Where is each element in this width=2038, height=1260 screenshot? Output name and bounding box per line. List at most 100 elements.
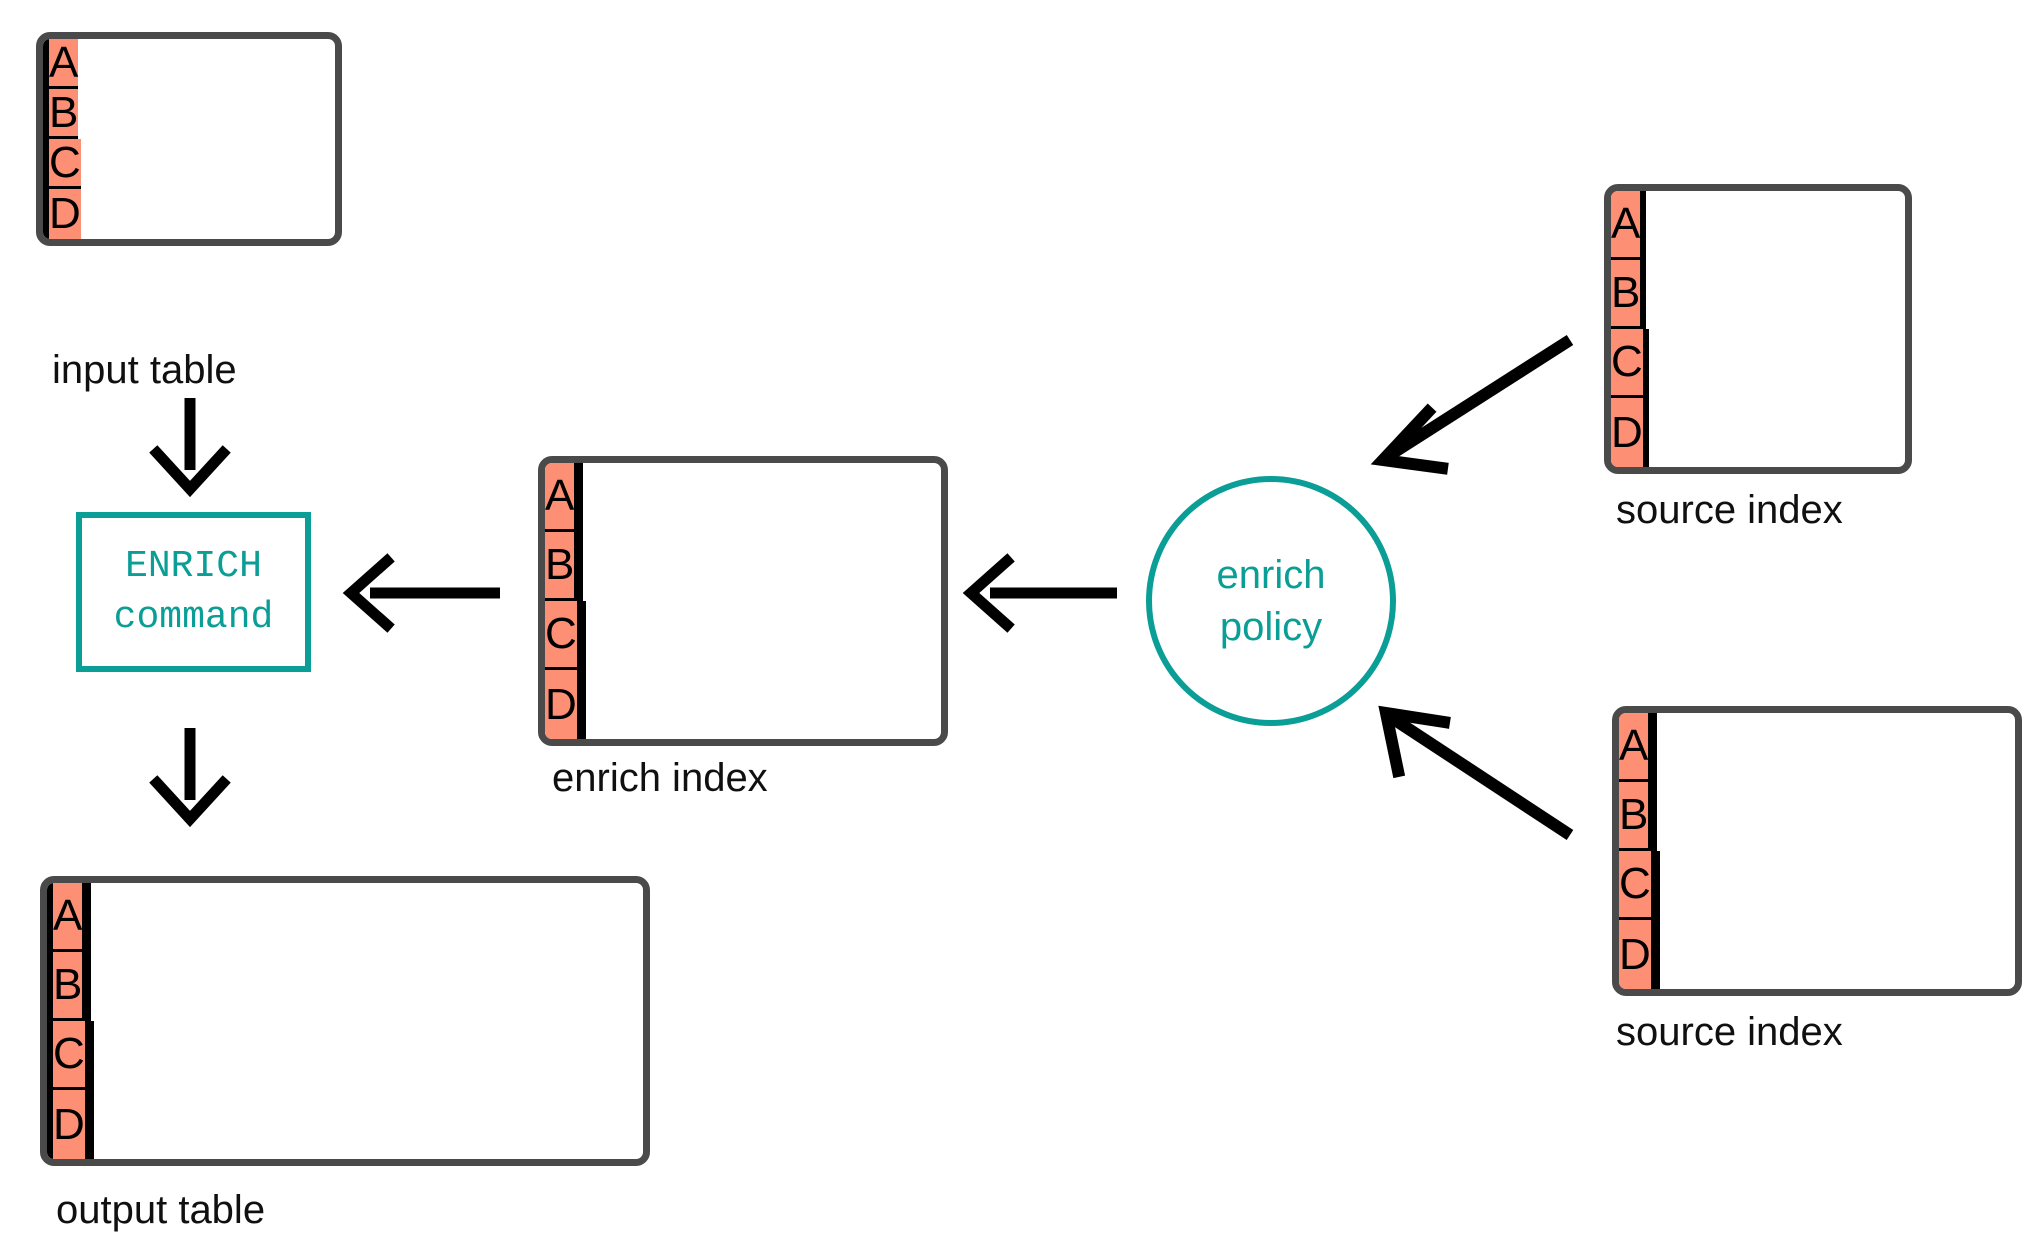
table-cell [85,883,89,952]
table-cell [50,883,53,952]
table-row: D [1611,398,1905,467]
table-cell [47,1090,50,1159]
table-cell [50,1090,53,1159]
table-cell [580,463,584,532]
table-cell: A [53,883,86,952]
table-cell [1651,782,1655,851]
table-cell: D [545,670,580,739]
arrow-policy-to-enrich-index [962,553,1117,633]
table-cell: A [49,39,79,89]
table-cell [46,89,49,139]
source-index-top-caption: source index [1616,488,1843,532]
table-cell [582,670,586,739]
table-cell [90,1021,94,1090]
table-cell [1645,329,1649,398]
table-cell [1651,713,1655,782]
output-table-caption: output table [56,1188,266,1232]
enrich-command-line1: ENRICH [125,544,262,588]
table-cell [87,1021,91,1090]
enrich-policy-line2: policy [1219,605,1323,649]
table-row: A [43,39,335,89]
table-cell: A [545,463,578,532]
table-cell [1654,713,1658,782]
table-row: D [47,1090,643,1159]
table-cell: C [545,601,580,670]
table-cell [1643,191,1647,260]
table-cell [43,189,46,239]
table-cell [579,670,583,739]
input-table-caption: input table [52,348,237,392]
table-cell: B [49,89,79,139]
table-cell: C [53,1021,88,1090]
table-cell: C [1611,329,1646,398]
table-row: B [1619,782,2015,851]
table-cell [88,952,92,1021]
table-cell [1643,260,1647,329]
arrow-command-to-output [149,728,231,828]
table-cell [46,139,49,189]
table-cell [47,1021,50,1090]
table-cell: D [1611,398,1646,467]
table-cell [90,1090,94,1159]
table-cell [582,601,586,670]
arrow-source-index-bottom-to-policy [1378,705,1574,841]
table-cell [47,952,50,1021]
table-row: C [545,601,941,670]
table-row: D [545,670,941,739]
enrich-index-caption: enrich index [552,756,768,800]
table-cell: B [545,532,578,601]
table-row: C [1619,851,2015,920]
table-row: A [545,463,941,532]
enrich-command-box[interactable]: ENRICH command [76,512,311,672]
table-cell [1653,920,1657,989]
table-cell [1656,851,1660,920]
table-cell: B [53,952,86,1021]
table-row: A [1611,191,1905,260]
table-cell [577,532,581,601]
table-row: A [47,883,643,952]
table-row: C [43,139,335,189]
table-cell: B [1611,260,1644,329]
table-cell [1653,851,1657,920]
enrich-policy-line1: enrich [1216,553,1326,597]
table-cell [43,39,46,89]
table-row: C [1611,329,1905,398]
table-cell [47,883,50,952]
source-index-bottom-caption: source index [1616,1010,1843,1054]
table-cell [43,139,46,189]
table-cell: D [49,189,81,239]
table-cell [46,39,49,89]
table-cell [88,883,92,952]
table-cell: B [1619,782,1652,851]
arrow-input-to-command [149,398,231,498]
enrich-command-line2: command [113,596,274,639]
table-row: D [43,189,335,239]
table-cell [1645,398,1649,467]
table-cell: C [49,139,81,189]
table-cell [50,1021,53,1090]
arrow-enrich-index-to-command [342,553,500,633]
table-cell [43,89,46,139]
table-cell: A [1619,713,1652,782]
table-cell [85,952,89,1021]
table-row: A [1619,713,2015,782]
table-cell: D [53,1090,88,1159]
enrich-policy-circle[interactable]: enrich policy [1146,476,1396,726]
table-row: C [47,1021,643,1090]
table-cell: A [1611,191,1644,260]
table-cell [1654,782,1658,851]
table-cell [46,189,49,239]
table-row: B [43,89,335,139]
table-cell [580,532,584,601]
table-row: D [1619,920,2015,989]
arrow-source-index-top-to-policy [1370,334,1574,475]
table-cell [87,1090,91,1159]
table-row: B [545,532,941,601]
table-row: B [1611,260,1905,329]
table-cell: D [1619,920,1654,989]
